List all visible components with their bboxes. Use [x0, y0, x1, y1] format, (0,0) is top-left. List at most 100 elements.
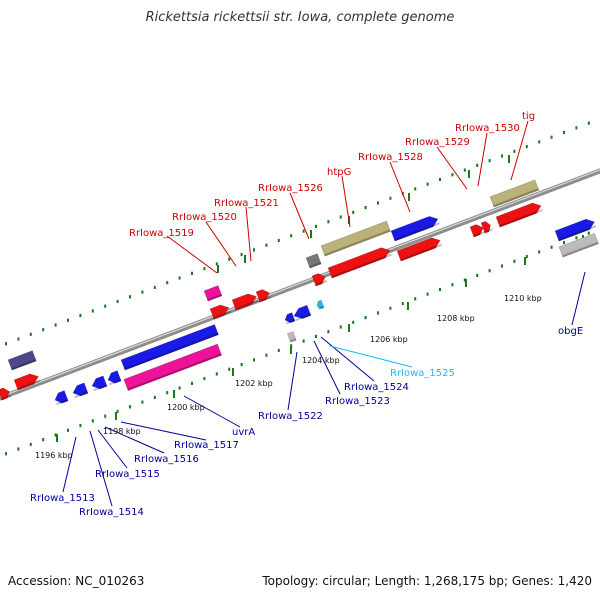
- gene-red-shade: [331, 253, 392, 279]
- gene-red: [311, 273, 326, 287]
- gene-red: [231, 293, 257, 311]
- gene-labels: RrIowa_1519RrIowa_1520RrIowa_1521RrIowa_…: [30, 111, 583, 518]
- leader-top: [510, 120, 529, 181]
- gene-blue: [107, 370, 122, 384]
- gene-navy-shade: [11, 359, 37, 371]
- gene-magenta: [203, 285, 223, 302]
- gene-label-top: RrIowa_1528: [358, 152, 423, 163]
- leader-bottom: [571, 271, 586, 326]
- gene-blue-shade: [295, 313, 311, 322]
- gene-red-shade: [1, 394, 12, 401]
- gene-cyan-shade: [317, 305, 325, 310]
- leader-top: [205, 221, 237, 267]
- gene-blue-uvrA: [120, 324, 219, 371]
- gene-red-shade: [235, 299, 259, 311]
- kbp-label: 1196 kbp: [35, 451, 73, 460]
- gene-blue-shade: [109, 379, 122, 386]
- gene-grey-shade: [309, 262, 322, 269]
- leader-bottom: [89, 430, 113, 507]
- gene-red-shade: [400, 243, 443, 262]
- gene-blue: [91, 375, 108, 390]
- leader-bottom: [104, 426, 165, 454]
- gene-blue-shade: [285, 319, 296, 325]
- gene-red-shade: [259, 296, 272, 303]
- kbp-label: 1198 kbp: [103, 427, 141, 436]
- topology-summary: Topology: circular; Length: 1,268,175 bp…: [262, 574, 592, 588]
- gene-cyan: [316, 299, 325, 310]
- leader-bottom: [329, 345, 413, 368]
- kbp-label: 1208 kbp: [437, 314, 475, 323]
- gene-red: [480, 220, 491, 234]
- leader-top: [166, 235, 218, 274]
- leader-top: [436, 146, 468, 190]
- gene-red: [396, 237, 441, 262]
- kbp-label: 1210 kbp: [504, 294, 542, 303]
- gene-red-shade: [499, 208, 543, 228]
- gene-red: [495, 202, 542, 228]
- gene-red-shade: [315, 280, 328, 287]
- gene-red: [469, 224, 484, 238]
- gene-red: [209, 304, 230, 320]
- genome-title: Rickettsia rickettsii str. Iowa, complet…: [145, 10, 455, 25]
- kbp-label: 1200 kbp: [167, 403, 205, 412]
- kbp-label: 1206 kbp: [370, 335, 408, 344]
- genome-backbone: [0, 168, 600, 401]
- backbone-line: [0, 168, 600, 401]
- leader-bottom: [287, 351, 298, 411]
- gene-label-top: RrIowa_1530: [455, 123, 520, 134]
- leader-bottom: [313, 340, 341, 395]
- gene-label-top: RrIowa_1529: [405, 137, 470, 148]
- gene-label-bottom: RrIowa_1513: [30, 493, 95, 504]
- gene-red-shade: [473, 231, 486, 238]
- accession-text: Accession: NC_010263: [8, 574, 145, 588]
- kbp-label: 1204 kbp: [302, 356, 340, 365]
- gene-blue-uvrA-shade: [124, 332, 219, 371]
- gene-label-bottom: RrIowa_1524: [344, 382, 409, 393]
- gene-magenta-long: [123, 343, 223, 391]
- gene-blue: [54, 390, 69, 404]
- gene-red: [0, 387, 10, 401]
- tick-marks: [5, 121, 590, 456]
- backbone-highlight: [0, 169, 600, 398]
- gene-label-bottom: RrIowa_1517: [174, 440, 239, 451]
- gene-red-shade: [17, 379, 41, 391]
- gene-blue-right: [554, 218, 595, 242]
- gene-label-top: RrIowa_1519: [129, 228, 194, 239]
- leader-top: [341, 175, 351, 228]
- gene-blue-shade: [93, 384, 108, 392]
- gene-grey-small: [287, 331, 297, 343]
- gene-label-bottom: RrIowa_1522: [258, 411, 323, 422]
- gene-olive: [320, 220, 391, 257]
- leader-bottom: [120, 421, 207, 441]
- gene-blue-shade: [56, 399, 69, 406]
- gene-magenta-long-shade: [127, 353, 222, 391]
- gene-label-bottom: RrIowa_1514: [79, 507, 144, 518]
- leader-top: [245, 206, 252, 262]
- gene-red: [255, 289, 270, 303]
- label-leader-lines: [62, 120, 586, 507]
- gene-red: [13, 373, 39, 391]
- gene-label-bottom: uvrA: [232, 427, 255, 438]
- gene-label-top: RrIowa_1521: [214, 198, 279, 209]
- gene-red: [327, 247, 391, 279]
- gene-label-bottom: obgE: [558, 326, 583, 337]
- gene-label-bottom: RrIowa_1525: [390, 368, 455, 379]
- leader-top: [477, 132, 488, 187]
- leader-bottom: [320, 336, 375, 382]
- gene-label-top: RrIowa_1526: [258, 183, 323, 194]
- gene-olive-tig-shade: [493, 188, 539, 208]
- gene-blue-shade: [394, 222, 440, 242]
- gene-grey: [305, 253, 322, 269]
- gene-blue-right-shade: [558, 225, 597, 242]
- gene-blue: [284, 312, 296, 324]
- gene-olive-shade: [324, 229, 391, 257]
- gene-blue: [293, 304, 312, 319]
- gene-features: [0, 179, 599, 406]
- leader-bottom: [62, 436, 77, 493]
- leader-top: [389, 161, 411, 213]
- gene-label-bottom: RrIowa_1515: [95, 469, 160, 480]
- gene-label-bottom: RrIowa_1523: [325, 396, 390, 407]
- gene-blue: [390, 216, 439, 242]
